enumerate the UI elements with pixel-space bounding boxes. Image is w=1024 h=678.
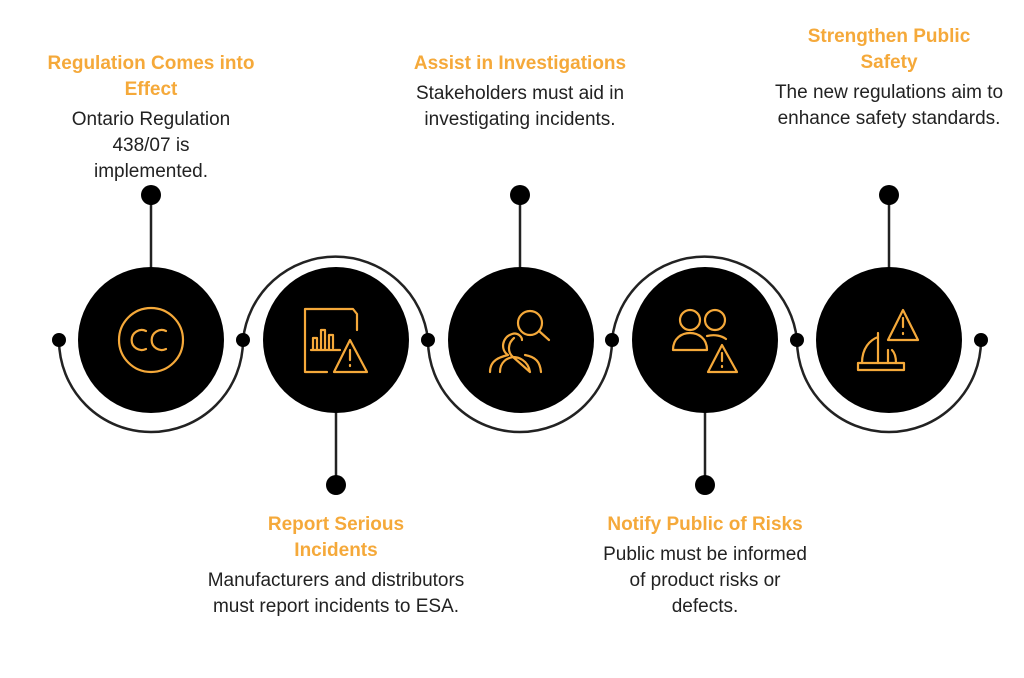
step-title: Notify Public of Risks	[607, 514, 803, 535]
step-description: Ontario Regulation 438/07 is implemented…	[71, 109, 231, 182]
dot	[605, 333, 619, 347]
step-description: The new regulations aim to enhance safet…	[774, 82, 1004, 129]
dot	[236, 333, 250, 347]
dot	[421, 333, 435, 347]
arc-1	[57, 339, 245, 434]
creative-commons-icon	[117, 306, 185, 374]
step-description: Stakeholders must aid in investigating i…	[415, 83, 625, 130]
step-1-text: Regulation Comes into Effect Ontario Reg…	[21, 51, 281, 185]
step-title: Regulation Comes into Effect	[47, 53, 255, 100]
dot	[510, 185, 530, 205]
step-4-text: Notify Public of Risks Public must be in…	[575, 512, 835, 620]
dot	[790, 333, 804, 347]
dot	[879, 185, 899, 205]
step-2-text: Report Serious Incidents Manufacturers a…	[206, 512, 466, 620]
arc-3	[426, 339, 614, 434]
step-circle-2	[263, 267, 409, 413]
step-5-text: Strengthen Public Safety The new regulat…	[759, 24, 1019, 132]
report-warning-icon	[303, 307, 369, 374]
people-search-icon	[488, 309, 551, 374]
step-title: Report Serious Incidents	[267, 514, 405, 561]
step-title: Strengthen Public Safety	[807, 26, 971, 73]
dot	[141, 185, 161, 205]
arc-2	[241, 255, 430, 341]
dot	[974, 333, 988, 347]
step-description: Manufacturers and distributors must repo…	[207, 570, 465, 617]
step-3-text: Assist in Investigations Stakeholders mu…	[390, 51, 650, 133]
dot	[695, 475, 715, 495]
step-description: Public must be informed of product risks…	[603, 544, 807, 617]
arc-4	[610, 255, 799, 341]
arc-5	[795, 339, 983, 434]
people-warning-icon	[671, 308, 739, 374]
dot	[52, 333, 66, 347]
dot	[326, 475, 346, 495]
step-title: Assist in Investigations	[413, 53, 627, 74]
hardhat-warning-icon	[856, 308, 920, 372]
